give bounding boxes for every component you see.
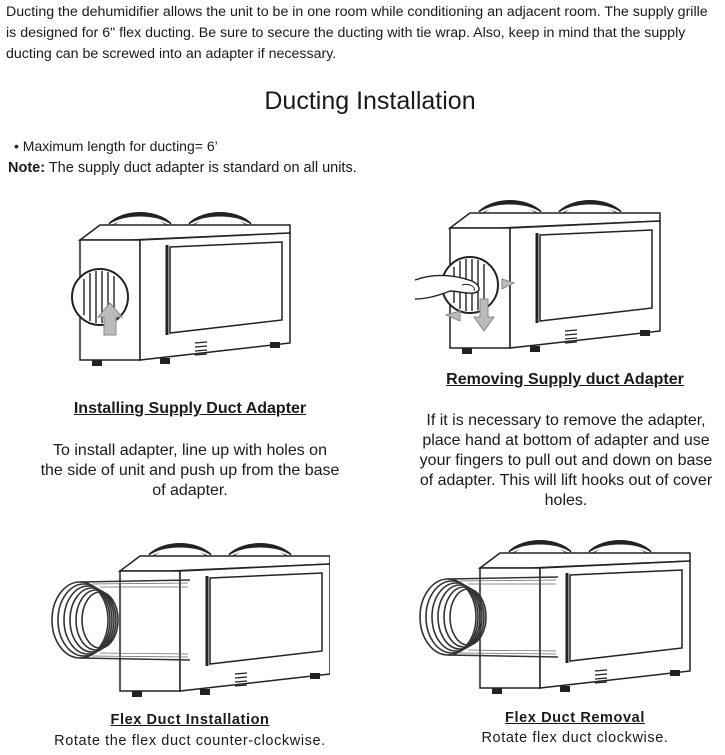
note-label: Note:	[8, 160, 46, 176]
section-text-install-adapter: To install adapter, line up with holes o…	[40, 442, 340, 499]
section-title-flex-install: Flex Duct Installation	[110, 712, 270, 728]
note-line: Note: The supply duct adapter is standar…	[8, 160, 357, 176]
figure-remove-adapter	[410, 195, 670, 360]
intro-paragraph: Ducting the dehumidifier allows the unit…	[6, 4, 708, 62]
figure-flex-duct-install	[40, 540, 330, 710]
section-text-flex-removal: Rotate flex duct clockwise.	[481, 730, 669, 746]
figure-install-adapter	[70, 205, 310, 380]
page-title: Ducting Installation	[264, 87, 476, 115]
ducting-length-bullet: • Maximum length for ducting= 6’	[14, 138, 218, 154]
figure-flex-duct-removal	[410, 537, 700, 707]
note-text: The supply duct adapter is standard on a…	[45, 160, 357, 176]
section-title-flex-removal: Flex Duct Removal	[505, 710, 645, 726]
section-text-remove-adapter: If it is necessary to remove the adapter…	[419, 412, 713, 509]
section-title-install-adapter: Installing Supply Duct Adapter	[73, 400, 307, 417]
direction-arrows-icon	[444, 278, 516, 332]
section-title-remove-adapter: Removing Supply duct Adapter	[446, 371, 684, 388]
section-text-flex-install: Rotate the flex duct counter-clockwise.	[54, 733, 326, 749]
hand-icon	[414, 274, 480, 300]
up-arrow-icon	[96, 302, 124, 336]
